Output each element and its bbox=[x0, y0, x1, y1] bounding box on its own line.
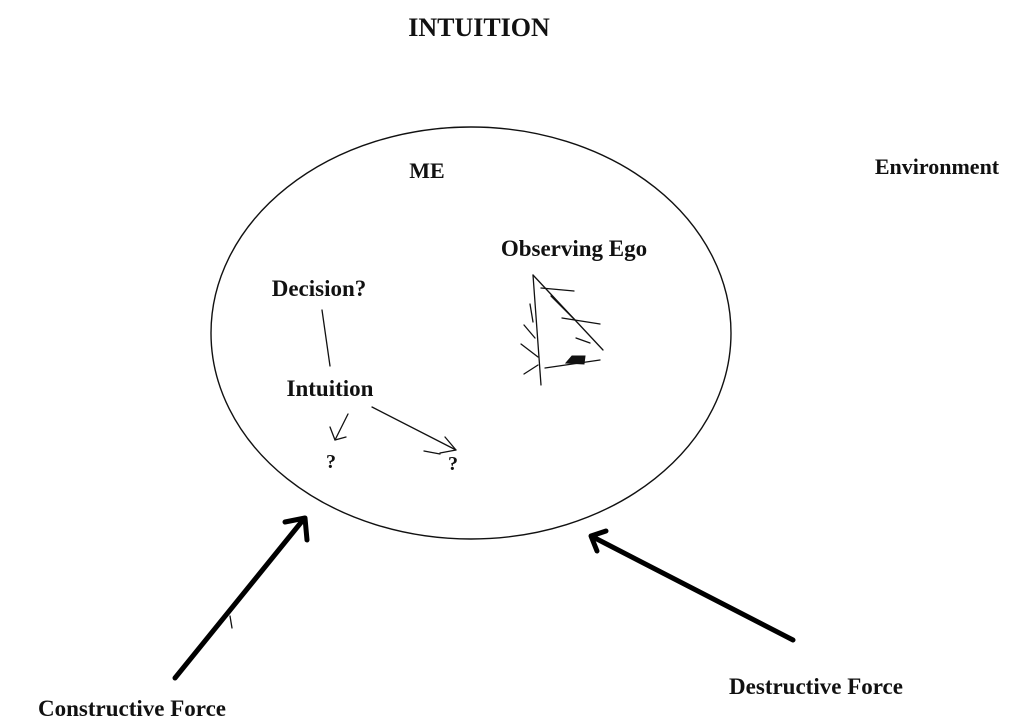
intuition-label: Intuition bbox=[287, 376, 374, 401]
unknown-outcome-right: ? bbox=[448, 453, 458, 475]
constructive-force-label: Constructive Force bbox=[38, 696, 226, 721]
observing-ego-mark bbox=[564, 355, 586, 365]
observing-ego-sketch bbox=[520, 274, 604, 386]
destructive-force-arrow bbox=[588, 528, 796, 643]
decision-connector bbox=[321, 309, 331, 367]
intuition-arrow-left bbox=[329, 413, 349, 441]
constructive-force-arrow bbox=[172, 515, 310, 681]
me-label: ME bbox=[409, 158, 444, 183]
intuition-arrow-right bbox=[371, 406, 457, 455]
me-circle bbox=[210, 126, 732, 540]
decision-label: Decision? bbox=[272, 276, 367, 301]
destructive-force-label: Destructive Force bbox=[729, 674, 903, 699]
diagram-title: INTUITION bbox=[408, 13, 550, 42]
unknown-outcome-left: ? bbox=[326, 451, 336, 473]
observing-ego-label: Observing Ego bbox=[501, 236, 647, 261]
environment-label: Environment bbox=[875, 154, 1000, 179]
